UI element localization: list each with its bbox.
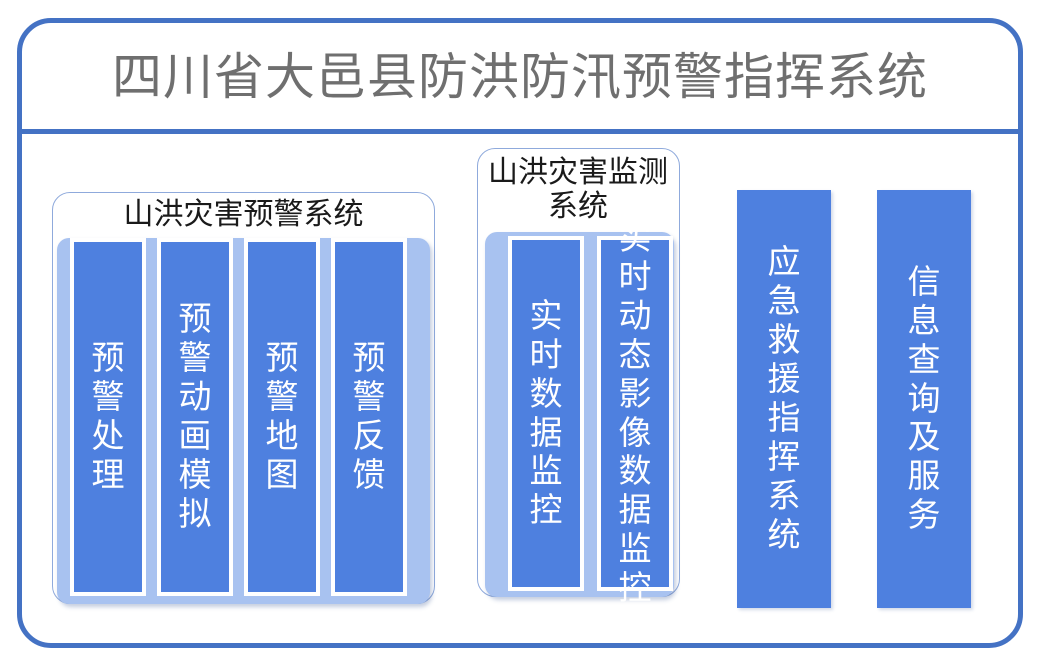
module-warning-feedback-label: 预警反馈 [352, 338, 386, 494]
module-realtime-data-monitoring-label: 实时数据监控 [529, 295, 563, 530]
module-emergency-rescue-command-system[interactable]: 应急救援指挥系统 [737, 190, 831, 608]
module-information-query-and-service-label: 信息查询及服务 [907, 261, 941, 535]
module-realtime-data-monitoring[interactable]: 实时数据监控 [508, 236, 584, 591]
group-warning-system-title: 山洪灾害预警系统 [123, 197, 364, 232]
page-title-text: 四川省大邑县防洪防汛预警指挥系统 [112, 48, 928, 106]
module-warning-animation-simulation-label: 预警动画模拟 [178, 299, 212, 533]
title-divider [22, 129, 1021, 134]
module-warning-processing-label: 预警处理 [91, 338, 125, 494]
module-emergency-rescue-command-system-label: 应急救援指挥系统 [767, 242, 801, 554]
module-warning-processing[interactable]: 预警处理 [70, 238, 146, 596]
module-realtime-dynamic-image-data-monitoring[interactable]: 实时动态影像数据监控 [597, 218, 673, 607]
module-warning-map-label: 预警地图 [265, 338, 299, 494]
module-information-query-and-service[interactable]: 信息查询及服务 [877, 190, 971, 608]
module-warning-animation-simulation[interactable]: 预警动画模拟 [157, 238, 233, 596]
module-warning-map[interactable]: 预警地图 [244, 238, 320, 596]
group-monitoring-system-title: 山洪灾害监测系统 [488, 155, 668, 224]
module-realtime-dynamic-image-data-monitoring-label: 实时动态影像数据监控 [618, 217, 652, 608]
page-title: 四川省大邑县防洪防汛预警指挥系统 [22, 23, 1018, 131]
module-warning-feedback[interactable]: 预警反馈 [331, 238, 407, 596]
